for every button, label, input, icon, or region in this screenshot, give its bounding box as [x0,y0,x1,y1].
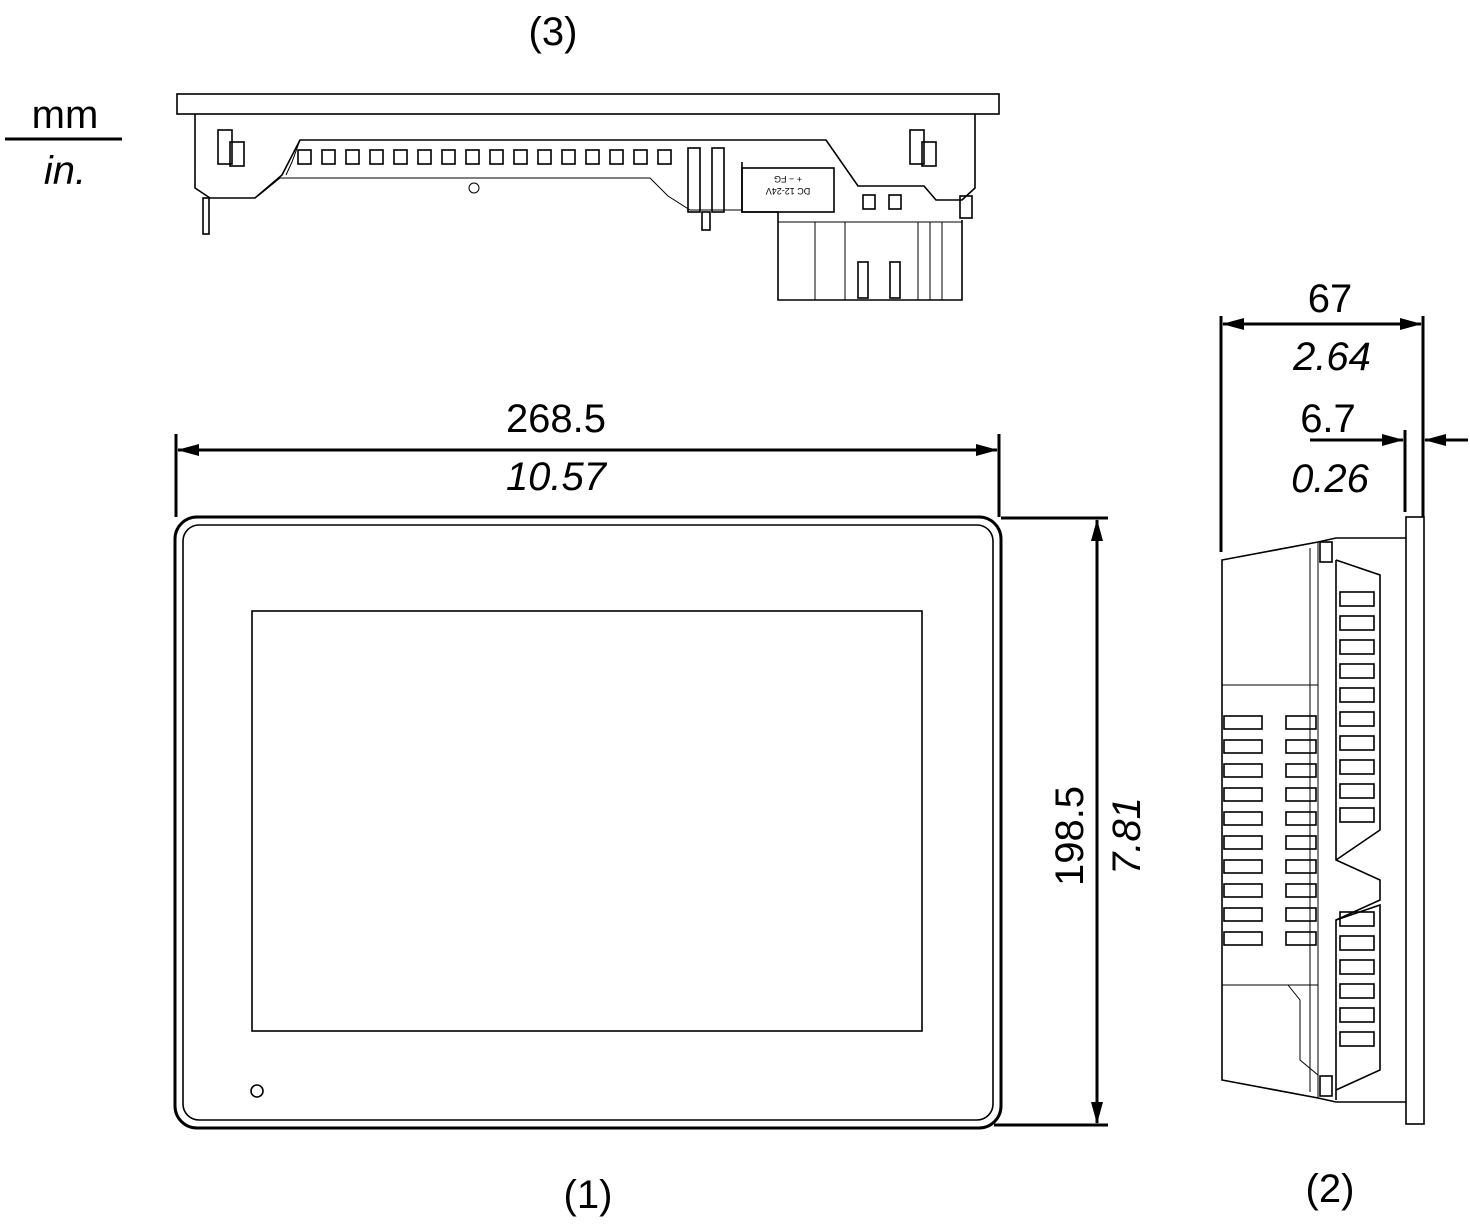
vent-slot [1285,811,1317,826]
side-body-outline [1221,537,1406,1103]
vent-slot [1339,639,1375,655]
vent-slot [369,149,384,165]
vent-slot [1223,859,1263,874]
height-dimension: 198.5 7.81 [994,516,1149,1127]
vent-slot [1285,883,1317,898]
front-bezel-outer [173,515,1003,1130]
vent-slot [1339,983,1375,999]
height-mm: 198.5 [1048,786,1092,886]
width-mm: 268.5 [506,397,606,441]
vent-slot [1223,907,1263,922]
power-terminal [741,167,835,213]
vent-slot [1339,663,1375,679]
bezel-depth-in: 0.26 [1291,457,1370,501]
vent-slot [1339,711,1375,727]
vent-slot [1339,959,1375,975]
depth-in: 2.64 [1292,335,1371,379]
vent-slot [633,149,648,165]
view-label-top: (3) [529,10,578,54]
vent-slot [1223,811,1263,826]
vent-slot [657,149,672,165]
vent-slot [1339,591,1375,607]
terminal-polarity: + − FG [774,174,802,184]
unit-mm: mm [32,93,99,137]
vent-slot [321,149,336,165]
front-view [173,515,1003,1130]
unit-in: in. [44,149,86,193]
vent-slot [1339,1031,1375,1047]
vent-slot [393,149,408,165]
vent-slot [1223,883,1263,898]
width-dimension: 268.5 10.57 [174,397,1001,517]
units-legend: mm in. [5,93,122,193]
width-in: 10.57 [506,455,608,499]
top-view: DC 12-24V + − FG [176,93,1000,301]
vent-slot [297,149,312,165]
front-bezel-inner [182,524,994,1121]
vent-slot [1339,807,1375,823]
vent-slot [1285,763,1317,778]
vent-slot [609,149,624,165]
side-vent-columns [1223,591,1375,1047]
status-led [250,1084,264,1098]
vent-slot [1339,615,1375,631]
vent-slot [585,149,600,165]
vent-slot [441,149,456,165]
vent-slot [1285,835,1317,850]
vent-slot [1339,783,1375,799]
depth-dimension: 67 2.64 [1219,277,1425,552]
view-label-side: (2) [1306,1167,1355,1211]
vent-slot [1285,907,1317,922]
vent-slot [1285,931,1317,946]
vent-slot [417,149,432,165]
terminal-voltage: DC 12-24V [766,186,811,196]
top-bezel [176,93,1000,115]
vent-slot [465,149,480,165]
vent-slot [1339,735,1375,751]
vent-slot [537,149,552,165]
depth-mm: 67 [1308,277,1353,321]
top-clip-left [217,129,233,165]
height-in: 7.81 [1105,797,1149,875]
vent-slot [1223,787,1263,802]
view-label-front: (1) [564,1173,613,1217]
vent-slot [1339,911,1375,927]
bezel-depth-dimension: 6.7 0.26 [1291,397,1468,512]
vent-slot [1223,835,1263,850]
vent-slot [1285,859,1317,874]
vent-slot [561,149,576,165]
vent-slot [1223,763,1263,778]
display-area [251,610,923,1032]
top-body-outline [194,114,976,201]
vent-slot [1339,935,1375,951]
vent-slot [1285,739,1317,754]
top-clip-right [909,129,925,165]
side-bezel [1405,516,1425,1125]
bezel-depth-mm: 6.7 [1300,397,1356,441]
vent-slot [1339,759,1375,775]
vent-slot [1285,715,1317,730]
vent-slot [1223,739,1263,754]
vent-slot [513,149,528,165]
vent-slot [1339,687,1375,703]
vent-slot [1339,1007,1375,1023]
vent-slot [1223,931,1263,946]
side-view [1221,516,1425,1125]
top-vent-row [297,149,672,165]
vent-slot [1223,715,1263,730]
vent-slot [1285,787,1317,802]
vent-slot [345,149,360,165]
vent-slot [489,149,504,165]
